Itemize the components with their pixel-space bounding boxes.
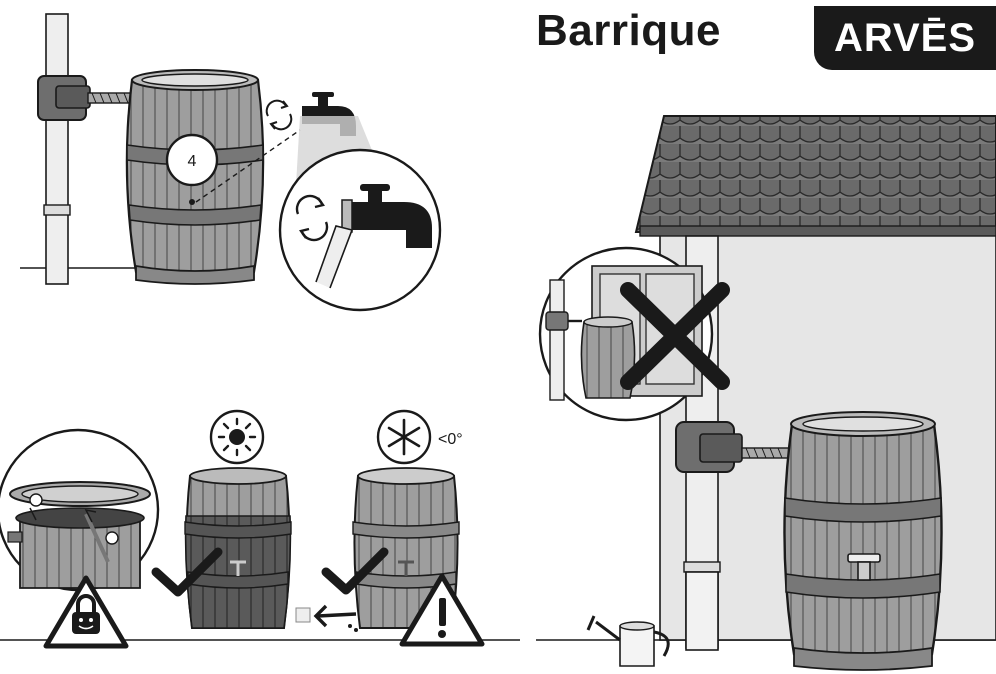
top-left-install-diagram: 4 xyxy=(20,13,442,312)
diverter-icon xyxy=(675,421,743,473)
check-icon xyxy=(151,547,223,597)
rotate-arrows-icon xyxy=(265,99,293,131)
frost-temperature-label: <0° xyxy=(438,431,463,448)
sun-icon xyxy=(209,409,265,465)
check-icon xyxy=(321,547,389,595)
page-title: Barrique xyxy=(536,6,721,55)
snowflake-icon xyxy=(376,409,432,465)
brand-logo: ARVĒS xyxy=(814,6,996,70)
cross-icon xyxy=(620,282,730,390)
diverter-icon xyxy=(37,75,91,121)
lid-lock-diagram xyxy=(0,428,520,649)
tap-icon xyxy=(847,553,881,581)
winter-barrel-diagram: <0° xyxy=(295,409,485,647)
house-install-diagram xyxy=(536,115,996,671)
tap-zoom-circle xyxy=(278,148,442,312)
warning-triangle-icon xyxy=(399,573,485,647)
summer-barrel-diagram xyxy=(151,409,292,629)
roof xyxy=(634,115,996,237)
barrel-house xyxy=(783,411,943,671)
watering-can-icon xyxy=(586,615,670,667)
wrong-install-zoom xyxy=(538,246,730,422)
step-number-label: 4 xyxy=(188,153,197,170)
drain-arrow-icon xyxy=(295,604,358,632)
barrel-top-left xyxy=(125,69,265,285)
child-lock-icon xyxy=(43,575,129,649)
